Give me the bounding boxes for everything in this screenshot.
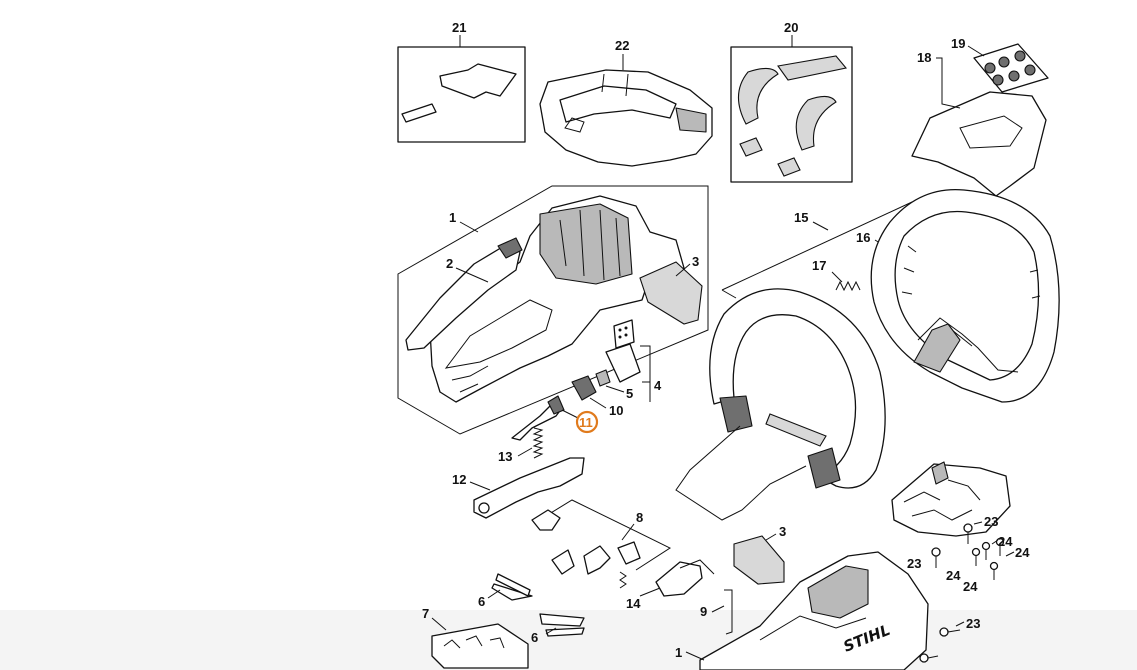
part-12-lever[interactable] <box>473 457 585 519</box>
callout-4: 4 <box>654 378 662 393</box>
callout-2: 2 <box>446 256 453 271</box>
part-13-spring[interactable] <box>532 427 544 459</box>
callout-1: 1 <box>449 210 456 225</box>
part-14-button[interactable] <box>619 559 715 597</box>
part-20-foam-set[interactable] <box>730 46 853 183</box>
part-1-housing-lower[interactable]: STIHL <box>699 551 929 670</box>
part-7-cover-plate[interactable] <box>431 623 529 669</box>
callout-24d: 24 <box>963 579 978 594</box>
callout-19: 19 <box>951 36 965 51</box>
callout-15: 15 <box>794 210 808 225</box>
callout-24b: 24 <box>1015 545 1030 560</box>
callout-20: 20 <box>784 20 798 35</box>
callout-23a: 23 <box>984 514 998 529</box>
callout-11-highlighted[interactable]: 11 <box>575 410 599 434</box>
callout-21: 21 <box>452 20 466 35</box>
part-16-handle-frame[interactable] <box>870 188 1060 403</box>
part-21-decal-kit[interactable] <box>397 46 526 143</box>
part-15-handle[interactable] <box>675 288 886 521</box>
callout-8: 8 <box>636 510 643 525</box>
callout-3: 3 <box>692 254 699 269</box>
part-6-spring-b[interactable] <box>539 613 585 637</box>
part-10-switch[interactable] <box>571 375 597 401</box>
callout-24a: 24 <box>998 534 1013 549</box>
callout-14: 14 <box>626 596 641 611</box>
callout-23c: 23 <box>966 616 980 631</box>
screw-23-c[interactable] <box>919 627 961 663</box>
part-22-shroud[interactable] <box>539 69 713 167</box>
part-17-spring[interactable] <box>835 280 861 292</box>
callout-6: 6 <box>478 594 485 609</box>
screw-23-a[interactable] <box>963 523 973 544</box>
part-9-wire[interactable] <box>724 589 733 635</box>
screw-23-b[interactable] <box>931 547 941 568</box>
callout-5: 5 <box>626 386 633 401</box>
callout-24c: 24 <box>946 568 961 583</box>
callout-11: 11 <box>579 415 593 430</box>
callout-10: 10 <box>609 403 623 418</box>
part-19-warning-label[interactable] <box>973 43 1049 93</box>
screw-24-set[interactable] <box>971 537 1005 581</box>
callout-12: 12 <box>452 472 466 487</box>
callout-6b: 6 <box>531 630 538 645</box>
callout-16: 16 <box>856 230 870 245</box>
callout-17: 17 <box>812 258 826 273</box>
callout-18: 18 <box>917 50 931 65</box>
part-8-latch-set[interactable] <box>531 499 672 575</box>
part-18-cover[interactable] <box>911 91 1047 197</box>
handle-group-line <box>721 201 913 299</box>
callout-23b: 23 <box>907 556 921 571</box>
part-6-spring-a[interactable] <box>491 573 533 601</box>
part-chassis-block[interactable] <box>891 461 1011 537</box>
callout-1b: 1 <box>675 645 682 660</box>
callout-7: 7 <box>422 606 429 621</box>
part-3-foam-lower[interactable] <box>733 535 785 585</box>
part-4-switch-assembly[interactable] <box>595 319 641 387</box>
part-11-trigger[interactable] <box>511 395 565 441</box>
callout-22: 22 <box>615 38 629 53</box>
part-1-housing-group[interactable] <box>397 185 709 435</box>
callout-3b: 3 <box>779 524 786 539</box>
callout-13: 13 <box>498 449 512 464</box>
callout-9: 9 <box>700 604 707 619</box>
